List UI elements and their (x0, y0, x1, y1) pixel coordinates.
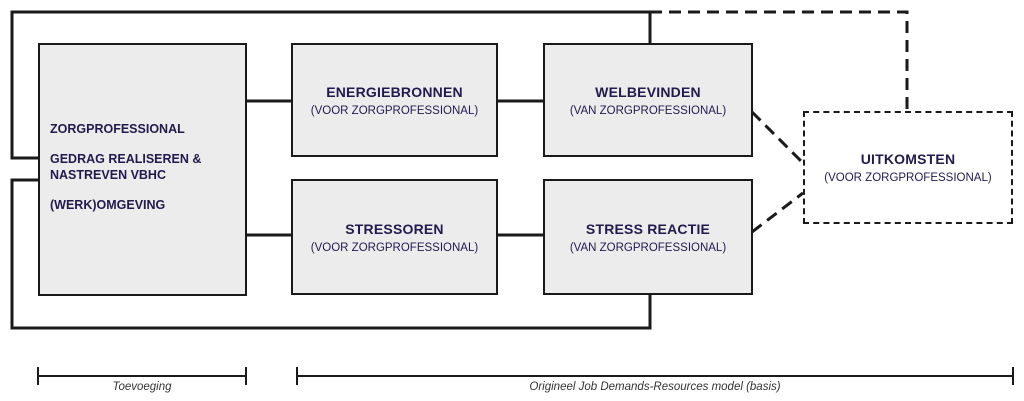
werkomgeving-label: (WERK)OMGEVING (50, 198, 166, 212)
stress-reactie-box: STRESS REACTIE (VAN ZORGPROFESSIONAL) (543, 179, 753, 295)
dashed-top-loop (650, 10, 909, 110)
welbevinden-box: WELBEVINDEN (VAN ZORGPROFESSIONAL) (543, 43, 753, 157)
dashed-welbevinden-uitkomsten (750, 110, 805, 165)
uitkomsten-box: UITKOMSTEN (VOOR ZORGPROFESSIONAL) (803, 111, 1013, 224)
uitkomsten-title: UITKOMSTEN (860, 151, 956, 167)
energiebronnen-subtitle: (VOOR ZORGPROFESSIONAL) (310, 104, 479, 117)
energiebronnen-title: ENERGIEBRONNEN (326, 83, 463, 100)
dashed-stressreactie-uitkomsten (751, 191, 804, 234)
stress-reactie-title: STRESS REACTIE (585, 220, 711, 237)
uitkomsten-subtitle: (VOOR ZORGPROFESSIONAL) (824, 172, 992, 184)
energiebronnen-box: ENERGIEBRONNEN (VOOR ZORGPROFESSIONAL) (291, 43, 498, 157)
caption-origineel: Origineel Job Demands-Resources model (b… (529, 381, 781, 393)
zorgprofessional-label: ZORGPROFESSIONAL (50, 122, 185, 136)
gedrag-label: GEDRAG REALISEREN & NASTREVEN VBHC (50, 152, 202, 182)
zorgprofessional-box: ZORGPROFESSIONAL GEDRAG REALISEREN & NAS… (38, 43, 247, 296)
welbevinden-subtitle: (VAN ZORGPROFESSIONAL) (569, 104, 727, 117)
stressoren-subtitle: (VOOR ZORGPROFESSIONAL) (310, 241, 479, 254)
stress-reactie-subtitle: (VAN ZORGPROFESSIONAL) (569, 241, 727, 254)
stressoren-title: STRESSOREN (345, 220, 444, 237)
bottom-feedback-line (10, 178, 652, 330)
stressoren-box: STRESSOREN (VOOR ZORGPROFESSIONAL) (291, 179, 498, 295)
top-feedback-line (10, 10, 652, 160)
caption-toevoeging: Toevoeging (112, 381, 172, 393)
welbevinden-title: WELBEVINDEN (595, 83, 701, 100)
